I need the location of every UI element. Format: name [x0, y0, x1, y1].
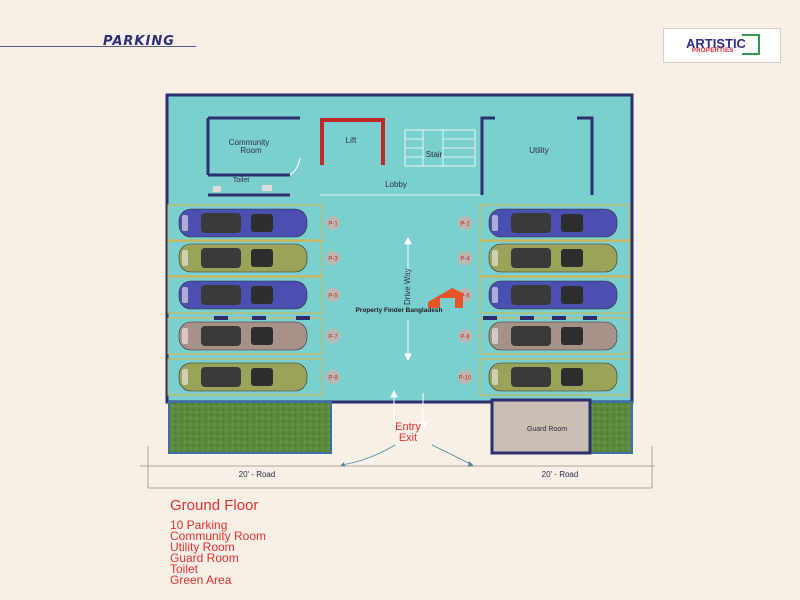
lobby-label: Lobby — [385, 180, 407, 189]
logo-sub: PROPERTIES — [692, 48, 734, 54]
car-icon — [488, 208, 618, 238]
parking-slot-label: P-6 — [460, 294, 470, 300]
parking-slot-label: P-4 — [460, 257, 470, 263]
legend: Ground Floor 10 Parking Community Room U… — [170, 497, 266, 586]
legend-item: 10 Parking — [170, 518, 228, 532]
utility-label: Utility — [529, 146, 549, 155]
stair — [404, 129, 476, 167]
parking-slot-label: P-1 — [328, 222, 338, 228]
stair-label: Stair — [426, 150, 443, 159]
car-icon — [488, 362, 618, 392]
slot-marker-icon — [458, 329, 472, 343]
column — [214, 316, 228, 320]
parking-slot — [479, 239, 631, 277]
car-icon — [178, 362, 308, 392]
car-icon — [178, 280, 308, 310]
slot-marker-icon — [458, 251, 472, 265]
car-icon — [178, 321, 308, 351]
exit-label: Exit — [399, 432, 417, 444]
lift-label: Lift — [346, 136, 357, 145]
parking-slot — [167, 276, 323, 314]
watermark-logo-icon — [428, 288, 463, 308]
drive-way-label: Drive Way — [403, 268, 412, 305]
legend-item: Community Room — [170, 529, 267, 543]
community-room-label-2: Room — [240, 146, 262, 155]
parking-slot-label: P-8 — [460, 335, 470, 341]
entry-label: Entry — [395, 421, 421, 433]
parking-slot-label: P-7 — [328, 335, 338, 341]
legend-item: Utility Room — [170, 540, 235, 554]
car-icon — [488, 243, 618, 273]
parking-slot — [167, 204, 323, 242]
car-icon — [178, 243, 308, 273]
slot-marker-icon — [326, 216, 340, 230]
column — [583, 316, 597, 320]
parking-slot-label: P-2 — [460, 222, 470, 228]
legend-heading: Ground Floor — [170, 497, 259, 514]
toilet-label: Toilet — [233, 177, 249, 184]
car-icon — [178, 208, 308, 238]
watermark-text: Property Finder Bangladesh — [355, 307, 442, 314]
slot-marker-icon — [458, 216, 472, 230]
legend-item: Toilet — [170, 562, 199, 576]
parking-slot — [479, 204, 631, 242]
slot-marker-icon — [326, 329, 340, 343]
guard-room — [490, 398, 592, 455]
lift-shaft — [320, 118, 385, 165]
column — [252, 316, 266, 320]
guard-room-label: Guard Room — [527, 426, 567, 433]
parking-slot — [167, 358, 323, 396]
legend-item: Guard Room — [170, 551, 239, 565]
road-label-right: 20' - Road — [542, 470, 579, 479]
legend-item: Green Area — [170, 573, 232, 587]
title-underline — [0, 46, 196, 47]
car-icon — [488, 280, 618, 310]
parking-slot-label: P-10 — [459, 376, 472, 382]
slot-marker-icon — [326, 251, 340, 265]
parking-slot — [479, 276, 631, 314]
parking-slot — [479, 358, 631, 396]
driveway-arrows — [390, 236, 427, 431]
green-area-left — [168, 401, 332, 454]
parking-slot-label: P-9 — [328, 376, 338, 382]
road-label-left: 20' - Road — [239, 470, 276, 479]
column — [296, 316, 310, 320]
logo-frame-icon — [742, 34, 760, 55]
parking-slot-label: P-3 — [328, 257, 338, 263]
company-logo: ARTISTIC PROPERTIES — [663, 28, 781, 63]
slot-marker-icon — [326, 288, 340, 302]
page-title: PARKING — [103, 34, 175, 49]
parking-slot — [167, 239, 323, 277]
column — [483, 316, 497, 320]
parking-slot-label: P-5 — [328, 294, 338, 300]
green-area-right — [589, 401, 633, 454]
slot-marker-icon — [458, 370, 472, 384]
slot-marker-icon — [326, 370, 340, 384]
logo-name: ARTISTIC — [686, 36, 746, 51]
column — [552, 316, 566, 320]
car-icon — [488, 321, 618, 351]
column — [520, 316, 534, 320]
parking-slot — [167, 317, 323, 355]
community-room-label-1: Community — [229, 138, 269, 147]
road-dimension — [140, 446, 655, 489]
